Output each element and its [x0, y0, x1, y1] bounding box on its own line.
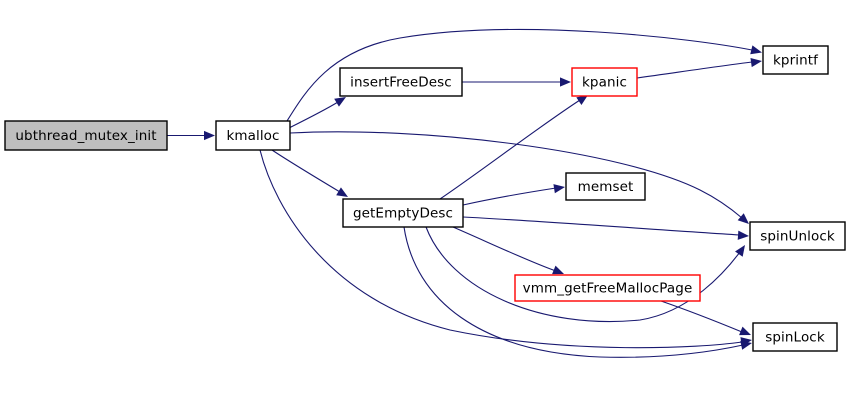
- node-spinUnlock[interactable]: spinUnlock: [749, 221, 846, 251]
- node-label-memset: memset: [578, 179, 634, 195]
- edge-line: [462, 187, 557, 206]
- node-box-getEmptyDesc[interactable]: [342, 198, 464, 228]
- edge-line: [271, 149, 341, 193]
- edge-insertFreeDesc-to-kpanic: [462, 77, 571, 87]
- node-kprintf[interactable]: kprintf: [762, 45, 829, 75]
- edge-kmalloc-to-spinUnlock: [289, 131, 749, 224]
- node-box-kmalloc[interactable]: [215, 120, 291, 151]
- edge-kmalloc-to-spinLock: [259, 149, 752, 349]
- arrowhead-icon: [750, 57, 762, 68]
- node-box-spinUnlock[interactable]: [749, 221, 846, 251]
- edge-getEmptyDesc-to-memset: [462, 184, 565, 206]
- node-label-kmalloc: kmalloc: [226, 128, 279, 144]
- arrowhead-icon: [336, 187, 348, 197]
- arrowhead-icon: [553, 184, 565, 194]
- node-label-kpanic: kpanic: [582, 75, 627, 91]
- edge-line: [462, 216, 741, 236]
- edge-ubthread_mutex_init-to-kmalloc: [167, 130, 215, 141]
- edge-line: [289, 131, 743, 219]
- arrowhead-icon: [560, 77, 571, 87]
- arrowhead-icon: [576, 95, 588, 105]
- arrowhead-icon: [552, 265, 564, 275]
- node-label-ubthread_mutex_init: ubthread_mutex_init: [15, 128, 156, 144]
- node-label-getEmptyDesc: getEmptyDesc: [353, 206, 453, 222]
- arrowhead-icon: [737, 230, 749, 240]
- arrowhead-icon: [735, 245, 745, 257]
- node-label-kprintf: kprintf: [773, 53, 819, 69]
- arrowhead-icon: [204, 130, 215, 141]
- node-insertFreeDesc[interactable]: insertFreeDesc: [339, 67, 463, 97]
- node-ubthread_mutex_init[interactable]: ubthread_mutex_init: [4, 120, 168, 151]
- edge-getEmptyDesc-to-vmm_getFreeMallocPage: [452, 226, 564, 275]
- edge-line: [403, 226, 744, 358]
- edge-vmm_getFreeMallocPage-to-spinLock: [660, 300, 751, 336]
- node-label-spinUnlock: spinUnlock: [760, 229, 835, 245]
- node-box-ubthread_mutex_init[interactable]: [4, 120, 168, 151]
- edge-line: [660, 300, 743, 333]
- arrowhead-icon: [334, 97, 346, 107]
- edge-kmalloc-to-getEmptyDesc: [271, 149, 348, 197]
- node-box-kprintf[interactable]: [762, 45, 829, 75]
- node-getEmptyDesc[interactable]: getEmptyDesc: [342, 198, 464, 228]
- node-memset[interactable]: memset: [565, 172, 646, 201]
- edge-kmalloc-to-insertFreeDesc: [288, 97, 346, 129]
- edge-line: [439, 99, 581, 200]
- edge-line: [425, 226, 741, 323]
- edge-line: [452, 226, 557, 272]
- arrowhead-icon: [737, 213, 749, 224]
- node-box-spinLock[interactable]: [752, 322, 838, 352]
- node-layer: ubthread_mutex_init kmalloc insertFreeDesc…: [4, 45, 846, 352]
- node-box-vmm_getFreeMallocPage[interactable]: [514, 274, 701, 302]
- node-box-insertFreeDesc[interactable]: [339, 67, 463, 97]
- edge-line: [259, 149, 743, 349]
- node-vmm_getFreeMallocPage[interactable]: vmm_getFreeMallocPage: [514, 274, 701, 302]
- node-kmalloc[interactable]: kmalloc: [215, 120, 291, 151]
- node-kpanic[interactable]: kpanic: [571, 67, 638, 97]
- node-label-spinLock: spinLock: [765, 330, 825, 346]
- edge-line: [636, 61, 753, 79]
- edge-getEmptyDesc-to-spinUnlock: [462, 216, 749, 240]
- node-label-insertFreeDesc: insertFreeDesc: [350, 75, 452, 91]
- edge-kpanic-to-kprintf: [636, 57, 762, 79]
- node-box-memset[interactable]: [565, 172, 646, 201]
- edge-line: [286, 28, 753, 122]
- edge-getEmptyDesc-to-spinLock: [403, 226, 752, 358]
- node-label-vmm_getFreeMallocPage: vmm_getFreeMallocPage: [523, 281, 693, 297]
- arrowhead-icon: [739, 326, 751, 336]
- edge-getEmptyDesc-to-spinUnlock: [425, 226, 745, 323]
- node-box-kpanic[interactable]: [571, 67, 638, 97]
- edge-kmalloc-to-kprintf: [286, 28, 762, 122]
- edge-layer: [167, 28, 762, 358]
- arrowhead-icon: [750, 45, 762, 55]
- arrowhead-icon: [740, 340, 752, 350]
- edge-line: [288, 101, 339, 129]
- node-spinLock[interactable]: spinLock: [752, 322, 838, 352]
- edge-getEmptyDesc-to-kpanic: [439, 95, 588, 200]
